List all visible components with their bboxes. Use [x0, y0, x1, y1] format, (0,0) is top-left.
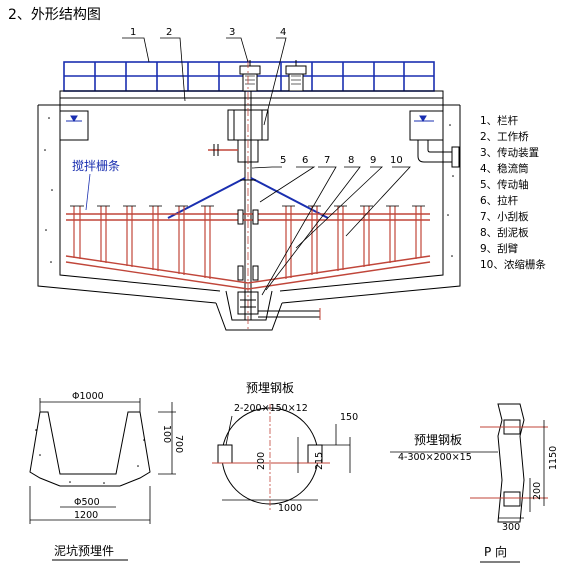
tie-rods	[167, 177, 329, 219]
callout-9: 9	[370, 155, 376, 166]
hub-flanges	[237, 209, 259, 281]
pview-dim-plate: 200	[532, 482, 543, 500]
pit-caption: 泥坑预埋件	[54, 543, 114, 558]
pit-dots	[35, 429, 145, 484]
water-level-icon-right	[419, 115, 427, 122]
plate-drawing	[212, 404, 351, 510]
legend-item-6: 6、拉杆	[480, 194, 519, 207]
outlet-flange	[451, 146, 460, 168]
callout-numbers: 1 2 3 4 5 6 7 8 9 10	[130, 27, 403, 166]
pview-spec: 4-300×200×15	[398, 452, 472, 463]
pview-dim-height: 1150	[548, 446, 559, 470]
plate-dim-span: 1000	[278, 503, 302, 514]
center-well	[208, 109, 269, 163]
callout-3: 3	[229, 27, 235, 38]
drawing-title: 2、外形结构图	[8, 7, 101, 23]
callout-8: 8	[348, 155, 354, 166]
legend-item-2: 2、工作桥	[480, 131, 529, 143]
pit-embed-drawing	[29, 398, 176, 524]
thickening-grid	[73, 206, 422, 279]
drive-unit-hatch	[245, 75, 301, 85]
drive-shaft	[244, 60, 252, 330]
legend-item-3: 3、传动装置	[480, 146, 539, 159]
pview-dim-width: 300	[502, 522, 520, 533]
pit-dim-rim: 100	[161, 425, 172, 443]
legend: 1、栏杆 2、工作桥 3、传动装置 4、稳流筒 5、传动轴 6、拉杆 7、小刮板…	[480, 114, 546, 271]
water-level-icon	[70, 115, 78, 122]
callout-1: 1	[130, 27, 136, 38]
pit-dim-depth: 700	[173, 435, 184, 453]
concrete-texture	[44, 117, 454, 263]
pview-title: 预埋钢板	[414, 433, 462, 447]
plate-dim-offset: 215	[314, 452, 325, 470]
callout-2: 2	[166, 27, 172, 38]
sludge-pipe	[258, 308, 321, 320]
callout-4: 4	[280, 27, 286, 38]
right-launder	[409, 110, 460, 168]
legend-item-1: 1、栏杆	[480, 114, 519, 127]
callout-10: 10	[390, 155, 403, 166]
plate-title: 预埋钢板	[246, 381, 294, 395]
callout-leaders	[122, 37, 411, 296]
pit-dim-diameter-top: Φ1000	[72, 391, 104, 402]
legend-item-7: 7、小刮板	[480, 210, 529, 223]
legend-item-8: 8、刮泥板	[480, 226, 529, 239]
legend-item-5: 5、传动轴	[480, 178, 529, 191]
plate-dim-height: 200	[256, 452, 267, 470]
left-launder	[60, 110, 89, 141]
legend-item-4: 4、稳流筒	[480, 162, 529, 175]
callout-5: 5	[280, 155, 286, 166]
outlet-pipe	[417, 140, 452, 163]
plate-dim-width: 150	[340, 412, 358, 423]
drive-unit	[239, 60, 307, 92]
pview-caption: P 向	[484, 544, 507, 559]
pit-dim-width: 1200	[74, 510, 98, 521]
callout-7: 7	[324, 155, 330, 166]
legend-item-10: 10、浓缩栅条	[480, 258, 546, 271]
small-scraper	[237, 291, 259, 315]
pview-drawing	[390, 403, 548, 523]
stir-grid-label: 搅拌栅条	[72, 158, 120, 173]
callout-6: 6	[302, 155, 308, 166]
legend-item-9: 9、刮臂	[480, 242, 519, 255]
pit-dim-diameter-bottom: Φ500	[74, 497, 100, 508]
